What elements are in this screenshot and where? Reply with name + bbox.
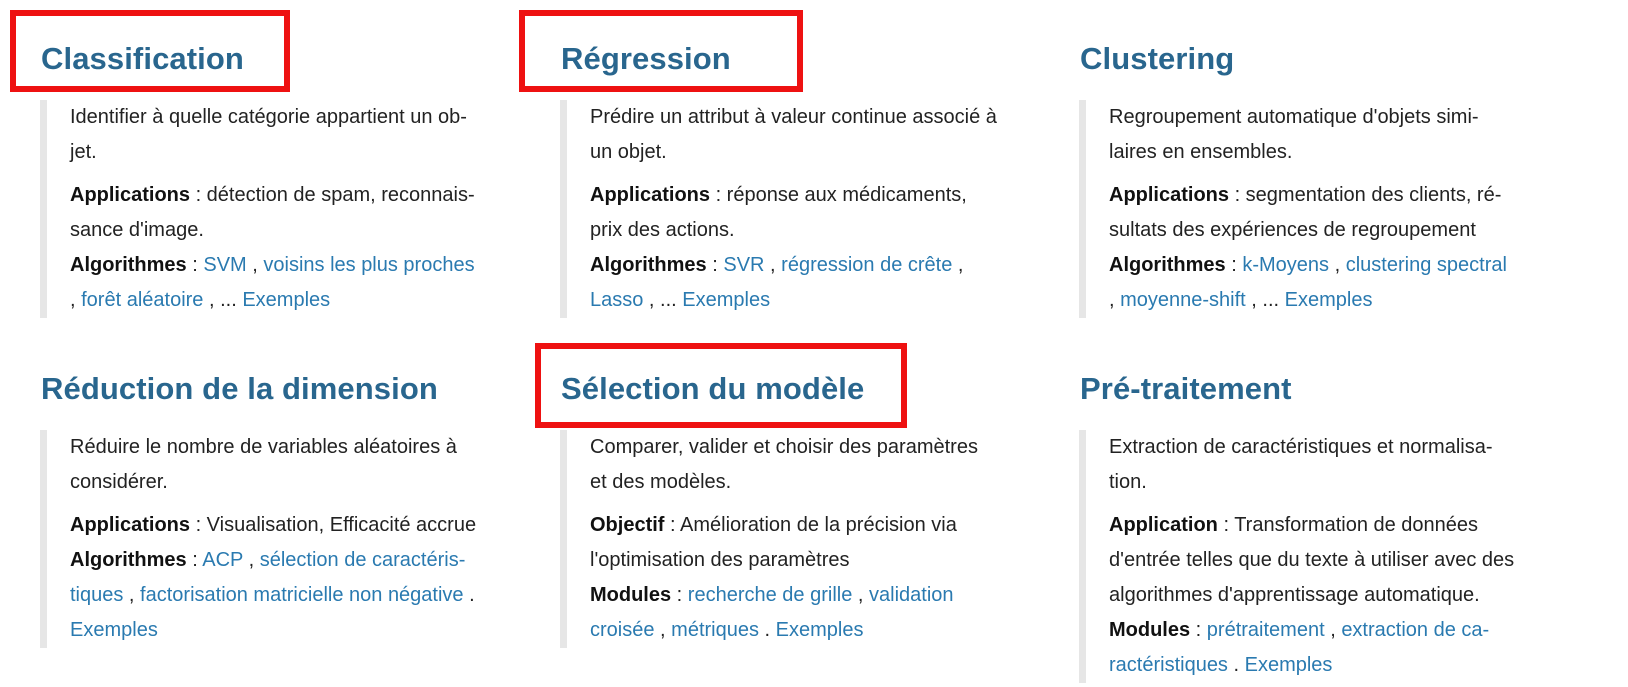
card-body: Réduire le nombre de variables aléatoire…	[40, 430, 533, 648]
card-title[interactable]: Pré-traitement	[1080, 371, 1292, 406]
algorithms-label: Algorithmes	[1109, 254, 1226, 276]
modules-label: Modules	[590, 584, 672, 606]
card-classification: Classification Identifier à quelle catég…	[33, 30, 533, 318]
highlight-box-classification	[10, 10, 290, 92]
card-preprocessing: Pré-traitement Extraction de caractérist…	[1072, 360, 1612, 683]
highlight-box-regression	[519, 10, 803, 92]
algorithms-label: Algorithmes	[70, 549, 187, 571]
link-svm[interactable]: SVM	[203, 254, 247, 276]
algorithms-label: Algorithmes	[70, 254, 187, 276]
algorithms-line: Algorithmes : SVR , régression de crête …	[590, 254, 964, 311]
algorithms-line: Algorithmes : SVM , voisins les plus pro…	[70, 254, 475, 311]
card-body: Identifier à quelle catégorie appartient…	[40, 100, 533, 318]
applications-label: Applications	[70, 184, 191, 206]
card-model-selection: Sélection du modèle Comparer, valider et…	[553, 360, 1053, 648]
link-feature-extraction[interactable]: extraction de ca-	[1341, 619, 1490, 641]
link-examples[interactable]: Exemples	[775, 619, 864, 641]
applications-line: Applications : détection de spam, reconn…	[70, 184, 475, 241]
card-title[interactable]: Classification	[41, 41, 244, 76]
modules-line: Modules : recherche de grille , validati…	[590, 584, 954, 641]
link-cross-validation[interactable]: validation	[869, 584, 954, 606]
link-acp[interactable]: ACP	[202, 549, 244, 571]
link-examples[interactable]: Exemples	[242, 289, 331, 311]
link-preprocessing[interactable]: prétraitement	[1206, 619, 1325, 641]
link-examples[interactable]: Exemples	[70, 619, 158, 641]
card-body: Prédire un attribut à valeur continue as…	[560, 100, 1053, 318]
link-meanshift[interactable]: moyenne-shift	[1120, 289, 1246, 311]
objective-line: Objectif : Amélioration de la précision …	[590, 514, 957, 571]
link-lasso[interactable]: Lasso	[590, 289, 644, 311]
card-body: Regroupement automatique d'objets simi-l…	[1079, 100, 1572, 318]
link-examples[interactable]: Exemples	[1244, 654, 1333, 676]
card-body: Extraction de caractéristiques et normal…	[1079, 430, 1612, 683]
link-nmf[interactable]: factorisation matricielle non négative	[140, 584, 464, 606]
card-title[interactable]: Clustering	[1080, 41, 1235, 76]
card-title[interactable]: Réduction de la dimension	[41, 371, 438, 406]
link-feature-selection-cont[interactable]: tiques	[70, 584, 124, 606]
modules-label: Modules	[1109, 619, 1191, 641]
link-voisins[interactable]: voisins les plus proches	[263, 254, 475, 276]
applications-label: Applications	[1109, 184, 1230, 206]
link-regression-crete[interactable]: régression de crête	[781, 254, 953, 276]
link-cross-validation-cont[interactable]: croisée	[590, 619, 655, 641]
link-examples[interactable]: Exemples	[682, 289, 771, 311]
card-title[interactable]: Régression	[561, 41, 731, 76]
algorithms-label: Algorithmes	[590, 254, 707, 276]
link-kmeans[interactable]: k-Moyens	[1242, 254, 1330, 276]
applications-line: Applications : Visualisation, Efficacité…	[70, 514, 477, 536]
highlight-box-model-selection	[535, 343, 907, 428]
card-description: Extraction de caractéristiques et normal…	[1109, 436, 1493, 493]
application-label: Application	[1109, 514, 1218, 536]
link-svr[interactable]: SVR	[723, 254, 765, 276]
card-description: Regroupement automatique d'objets simi-l…	[1109, 106, 1479, 163]
link-foret[interactable]: forêt aléatoire	[81, 289, 204, 311]
link-examples[interactable]: Exemples	[1284, 289, 1373, 311]
link-metrics[interactable]: métriques	[671, 619, 759, 641]
algorithms-line: Algorithmes : ACP , sélection de caracté…	[70, 549, 475, 641]
algorithms-line: Algorithmes : k-Moyens , clustering spec…	[1109, 254, 1507, 311]
card-clustering: Clustering Regroupement automatique d'ob…	[1072, 30, 1572, 318]
card-description: Réduire le nombre de variables aléatoire…	[70, 436, 457, 493]
objective-label: Objectif	[590, 514, 665, 536]
card-description: Identifier à quelle catégorie appartient…	[70, 106, 467, 163]
applications-label: Applications	[590, 184, 711, 206]
modules-line: Modules : prétraitement , extraction de …	[1109, 619, 1490, 676]
card-regression: Régression Prédire un attribut à valeur …	[553, 30, 1053, 318]
applications-line: Applications : réponse aux médicaments,p…	[590, 184, 967, 241]
card-description: Prédire un attribut à valeur continue as…	[590, 106, 997, 163]
link-grid-search[interactable]: recherche de grille	[687, 584, 853, 606]
applications-line: Applications : segmentation des clients,…	[1109, 184, 1502, 241]
card-title[interactable]: Sélection du modèle	[561, 371, 865, 406]
link-feature-selection[interactable]: sélection de caractéris-	[259, 549, 466, 571]
card-body: Comparer, valider et choisir des paramèt…	[560, 430, 1053, 648]
applications-label: Applications	[70, 514, 191, 536]
link-spectral[interactable]: clustering spectral	[1345, 254, 1507, 276]
card-dimension-reduction: Réduction de la dimension Réduire le nom…	[33, 360, 533, 648]
card-description: Comparer, valider et choisir des paramèt…	[590, 436, 978, 493]
link-feature-extraction-cont[interactable]: ractéristiques	[1109, 654, 1228, 676]
